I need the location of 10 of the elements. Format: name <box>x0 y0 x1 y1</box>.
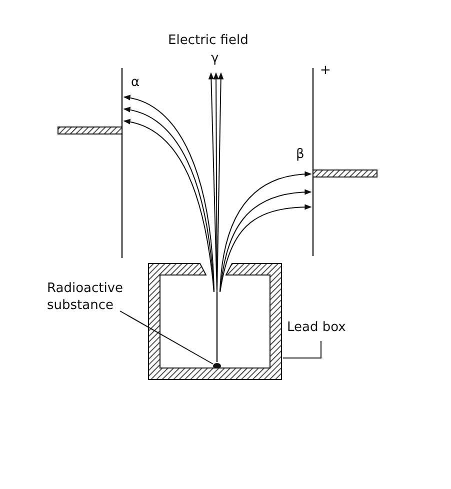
field-label: Electric field <box>168 33 248 50</box>
ray-symbol: γ <box>211 51 219 68</box>
leader-line <box>282 340 322 358</box>
ray-symbol: α <box>131 75 140 92</box>
ray-symbol: β <box>296 147 304 164</box>
charge-sign: + <box>320 63 331 80</box>
callout-text: Lead box <box>287 320 357 337</box>
lead-box <box>148 263 282 380</box>
leader-line <box>120 310 214 364</box>
callout-text: Radioactive substance <box>47 281 127 315</box>
